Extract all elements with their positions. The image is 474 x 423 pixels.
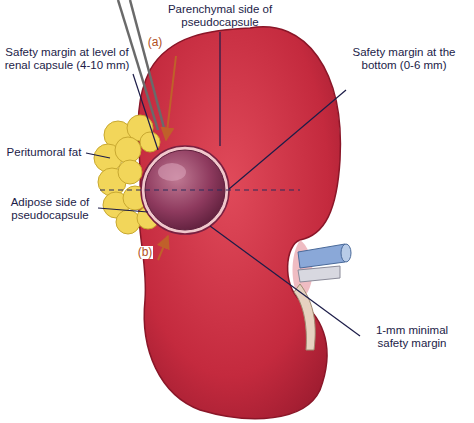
label-slot: Peritumoral fat [2,146,86,159]
dimension-label: Safety margin at level of renal capsule … [2,46,132,72]
label-slot: 1-mm minimal safety margin [362,324,462,350]
part-label: Peritumoral fat [2,146,86,159]
dashed-axis [100,189,300,190]
renal-artery [298,266,340,282]
arrow-a [166,56,176,140]
label-slot: (a) [144,36,166,49]
label-slot: (b) [134,246,156,259]
label-slot: Adipose side of pseudocapsule [2,196,98,222]
callout-wrap: (b) [134,246,156,259]
ureter [294,284,315,350]
dimension-label: Safety margin at the bottom (0-6 mm) [340,46,468,72]
label-slot: Safety margin at the bottom (0-6 mm) [340,46,468,72]
label-slot: Safety margin at level of renal capsule … [2,46,132,72]
part-label: Adipose side of pseudocapsule [2,196,98,222]
kidney-outline [138,27,340,419]
label-slot: Parenchymal side of pseudocapsule [160,3,280,29]
part-label: Parenchymal side of pseudocapsule [160,3,280,29]
callout-wrap: (a) [144,36,166,49]
callout-letter: (a) [147,36,164,49]
renal-vein [298,244,345,268]
dimension-label: 1-mm minimal safety margin [362,324,462,350]
arrow-b [158,236,168,260]
leader-lines [86,32,360,336]
callout-letter: (b) [137,246,154,259]
